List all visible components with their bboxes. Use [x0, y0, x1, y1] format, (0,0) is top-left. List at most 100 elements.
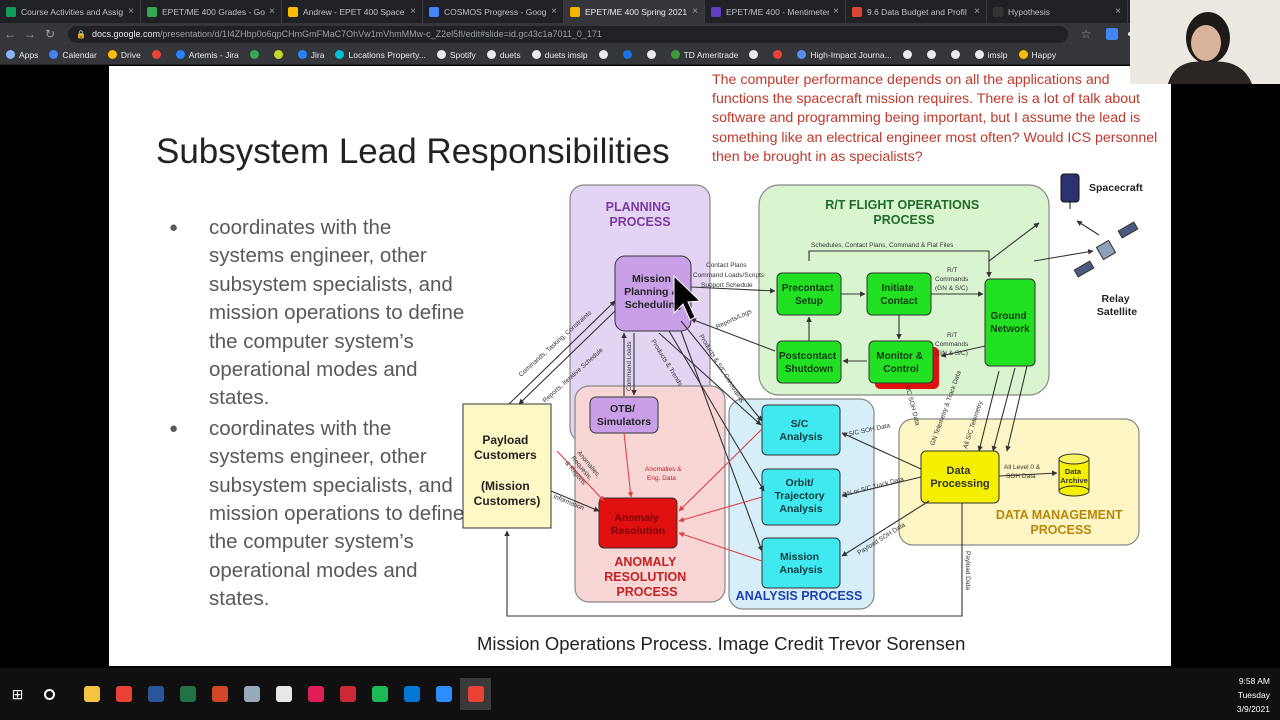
bookmark-item[interactable]: [950, 50, 964, 59]
close-icon[interactable]: ×: [1115, 6, 1121, 17]
bookmark-item[interactable]: Drive: [107, 50, 141, 60]
tab-label: COSMOS Progress - Googl: [444, 6, 548, 17]
back-icon[interactable]: ←: [4, 27, 16, 41]
diagram-label: Commands: [935, 276, 969, 283]
bookmark-item[interactable]: Artemis - Jira: [175, 50, 239, 60]
svg-text:Precontact Setup: Precontact Setup: [782, 283, 836, 307]
url-input[interactable]: 🔒 docs.google.com /presentation/d/1I4ZHb…: [68, 25, 1068, 43]
diagram-label: Command Loads: [626, 341, 633, 391]
bookmark-icon: [950, 50, 960, 59]
box-label: Scheduling: [625, 299, 682, 311]
bookmark-item[interactable]: Spotify: [436, 50, 476, 60]
bookmark-item[interactable]: [902, 50, 916, 59]
close-icon[interactable]: ×: [833, 6, 839, 17]
file-explorer-icon[interactable]: [76, 678, 107, 710]
bullet-item: coordinates with the systems engineer, o…: [169, 415, 469, 614]
bookmark-item[interactable]: duets imslp: [531, 50, 588, 60]
start-icon[interactable]: ⊞: [11, 685, 24, 702]
bookmark-item[interactable]: [598, 50, 612, 59]
spotify-icon[interactable]: [364, 678, 395, 710]
acrobat-icon[interactable]: [268, 678, 299, 710]
bookmark-item[interactable]: Calendar: [49, 50, 97, 60]
close-icon[interactable]: ×: [551, 6, 557, 17]
bookmark-item[interactable]: [646, 50, 660, 59]
bookmark-item[interactable]: [749, 50, 762, 59]
forward-icon[interactable]: →: [24, 27, 36, 41]
snipping-icon[interactable]: [236, 678, 267, 710]
chrome-icon[interactable]: [108, 678, 139, 710]
word-icon[interactable]: [140, 678, 171, 710]
svg-text:Mission Planning &: Mission Planning & Scheduling: [624, 273, 682, 311]
diagram-label: Satellite: [1097, 306, 1137, 318]
monitor-control-box: Monitor & Control: [868, 340, 939, 389]
box-label: Shutdown: [785, 364, 833, 375]
powerpoint-icon[interactable]: [204, 678, 235, 710]
bookmark-item[interactable]: [151, 50, 165, 59]
taskbar-apps: [76, 678, 492, 710]
bookmark-item[interactable]: [273, 50, 287, 59]
zotero-icon[interactable]: [332, 678, 363, 710]
chrome-active-icon[interactable]: [460, 678, 491, 710]
svg-text:OTB/ Simulators: OTB/ Simulators: [597, 403, 651, 428]
box-label: Analysis: [779, 431, 822, 443]
browser-tab[interactable]: COSMOS Progress - Googl×: [423, 0, 564, 23]
bookmark-item[interactable]: Happy: [1018, 50, 1056, 60]
reload-icon[interactable]: ↻: [44, 27, 56, 41]
close-icon[interactable]: ×: [974, 6, 980, 17]
diagram-label: Schedules, Contact Plans, Command & Flat…: [811, 242, 954, 249]
close-icon[interactable]: ×: [128, 6, 134, 17]
bookmark-item[interactable]: Jira: [297, 49, 325, 60]
diagram-label: Eng. Data: [647, 475, 676, 482]
bookmark-item[interactable]: High-Impact Journa...: [797, 50, 892, 60]
system-clock[interactable]: 9:58 AM Tuesday 3/9/2021: [1237, 674, 1270, 716]
search-icon[interactable]: [34, 678, 65, 710]
box-label: Simulators: [597, 416, 651, 428]
bookmark-item[interactable]: [773, 50, 786, 59]
bookmark-item[interactable]: [622, 50, 636, 59]
diagram-label: Support Schedule: [701, 282, 753, 289]
slide-caption: Mission Operations Process. Image Credit…: [477, 633, 966, 654]
diagram-label: Reports/Logs: [715, 308, 754, 331]
orbit-trajectory-box: Orbit/ Trajectory Analysis: [761, 468, 841, 526]
zoom-icon[interactable]: [428, 678, 459, 710]
close-icon[interactable]: ×: [269, 6, 275, 17]
bookmark-label: TD Ameritrade: [683, 49, 739, 60]
box-label: Setup: [795, 296, 823, 307]
browser-tab[interactable]: Hypothesis×: [987, 0, 1128, 23]
bookmark-item[interactable]: Apps: [6, 50, 38, 60]
bookmark-label: imslp: [987, 49, 1008, 60]
outlook-icon[interactable]: [396, 678, 427, 710]
bookmark-star-icon[interactable]: ☆: [1080, 27, 1092, 41]
slack-icon[interactable]: [300, 678, 331, 710]
close-icon[interactable]: ×: [692, 6, 698, 17]
browser-tab[interactable]: EPET/ME 400 Grades - Goo×: [141, 0, 282, 23]
browser-tab[interactable]: Course Activities and Assig×: [0, 0, 141, 23]
browser-tab[interactable]: 9.6 Data Budget and Profil×: [846, 0, 987, 23]
bookmark-icon: [773, 50, 783, 59]
browser-tab[interactable]: Andrew - EPET 400 Space ×: [282, 0, 423, 23]
bookmark-item[interactable]: duets: [486, 49, 521, 60]
region-title: R/T FLIGHT OPERATIONS: [825, 198, 979, 212]
ground-network-box: Ground Network: [984, 278, 1036, 367]
extension-icon[interactable]: [1106, 28, 1118, 40]
tab-label: Andrew - EPET 400 Space: [303, 6, 405, 17]
bookmark-item[interactable]: imslp: [974, 49, 1008, 60]
browser-tab[interactable]: EPET/ME 400 Spring 2021×: [564, 0, 705, 23]
bookmark-icon: [1018, 50, 1028, 59]
diagram-label: (GN & S/C): [935, 285, 968, 292]
mission-operations-diagram: PLANNING PROCESS R/T FLIGHT OPERATIONS P…: [462, 173, 1143, 617]
bookmark-item[interactable]: TD Ameritrade: [670, 49, 739, 60]
box-label: Network: [990, 324, 1030, 335]
svg-text:R/T FLIGHT OPERATIONS: R/T FLIGHT OPERATIONS PROCESS: [825, 198, 982, 227]
svg-text:PLANNING PROCESS: PLANNING PROCESS: [606, 200, 675, 229]
diagram-label: Contact Plans Command Loads/Scripts Supp…: [693, 262, 766, 289]
browser-tab[interactable]: EPET/ME 400 - Mentimeter×: [705, 0, 846, 23]
bookmark-label: duets: [499, 49, 521, 60]
close-icon[interactable]: ×: [410, 6, 416, 17]
bookmark-item[interactable]: Locations Property...: [335, 50, 426, 60]
region-title: PLANNING: [606, 200, 671, 214]
bookmark-item[interactable]: [926, 50, 940, 59]
bookmark-label: Jira: [310, 49, 325, 60]
bookmark-item[interactable]: [249, 50, 263, 59]
excel-icon[interactable]: [172, 678, 203, 710]
